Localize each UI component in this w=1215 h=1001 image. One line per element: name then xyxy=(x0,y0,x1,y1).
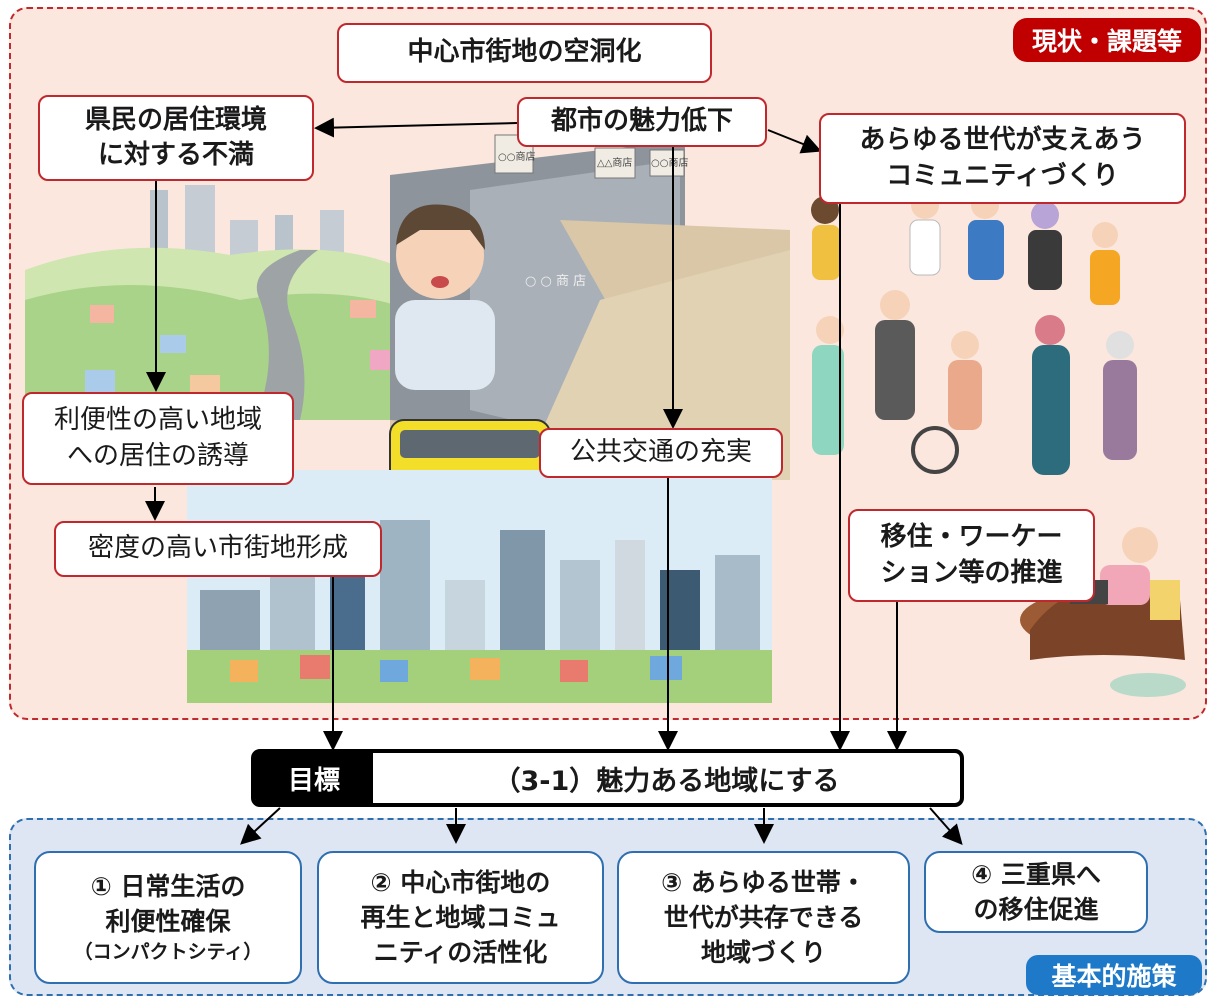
hollowing-box: 中心市街地の空洞化 xyxy=(337,23,712,83)
goal-text: （3-1）魅力ある地域にする xyxy=(493,765,840,797)
shop-sign-1: ○○商店 xyxy=(498,150,535,163)
policy-item-1-title: ① 日常生活の 利便性確保 xyxy=(90,872,246,937)
dissatisfaction-box: 県民の居住環境 に対する不満 xyxy=(38,95,314,181)
goal-box: 目標 （3-1）魅力ある地域にする xyxy=(251,749,964,807)
shop-sign-3: ○○商店 xyxy=(651,156,688,169)
arrow-goal-to-policy-1 xyxy=(240,807,281,845)
workation-woman-illustration xyxy=(1020,527,1186,697)
hillside-town-illustration xyxy=(25,185,395,420)
policy-item-3: ③ あらゆる世帯・ 世代が共存できる 地域づくり xyxy=(617,851,910,984)
arrow-goal-to-policy-4 xyxy=(929,807,963,845)
community-box: あらゆる世代が支えあう コミュニティづくり xyxy=(819,113,1186,204)
worried-man-illustration xyxy=(395,204,495,390)
policy-item-3-title: ③ あらゆる世帯・ 世代が共存できる 地域づくり xyxy=(661,868,866,967)
policy-item-4-title: ④ 三重県へ の移住促進 xyxy=(971,860,1101,924)
migration-box: 移住・ワーケー ション等の推進 xyxy=(848,509,1095,602)
policy-item-4: ④ 三重県へ の移住促進 xyxy=(924,851,1148,933)
policy-item-1-sub: （コンパクトシティ） xyxy=(73,941,263,964)
transit-box: 公共交通の充実 xyxy=(539,428,783,478)
shop-sign-2: △△商店 xyxy=(597,156,632,169)
shutter-label: ○ ○ 商 店 xyxy=(525,274,586,289)
policy-item-1: ① 日常生活の 利便性確保 （コンパクトシティ） xyxy=(34,851,302,984)
status-section-tag: 現状・課題等 xyxy=(1013,18,1201,62)
city-illustration xyxy=(187,470,772,703)
arrow-decline-to-dissatisfaction xyxy=(314,117,518,138)
diverse-people-illustration xyxy=(811,191,1137,475)
policy-item-2-title: ② 中心市街地の 再生と地域コミュ ニティの活性化 xyxy=(360,868,561,967)
goal-tag: 目標 xyxy=(255,753,373,803)
arrow-decline-to-community xyxy=(767,129,822,154)
policy-section-tag: 基本的施策 xyxy=(1026,955,1202,995)
guidance-box: 利便性の高い地域 への居住の誘導 xyxy=(22,392,294,485)
decline-box: 都市の魅力低下 xyxy=(517,97,767,147)
density-box: 密度の高い市街地形成 xyxy=(54,521,382,577)
shutter-street-illustration: ○○商店 △△商店 ○○商店 ○ ○ 商 店 xyxy=(390,134,790,480)
policy-item-2: ② 中心市街地の 再生と地域コミュ ニティの活性化 xyxy=(317,851,604,984)
